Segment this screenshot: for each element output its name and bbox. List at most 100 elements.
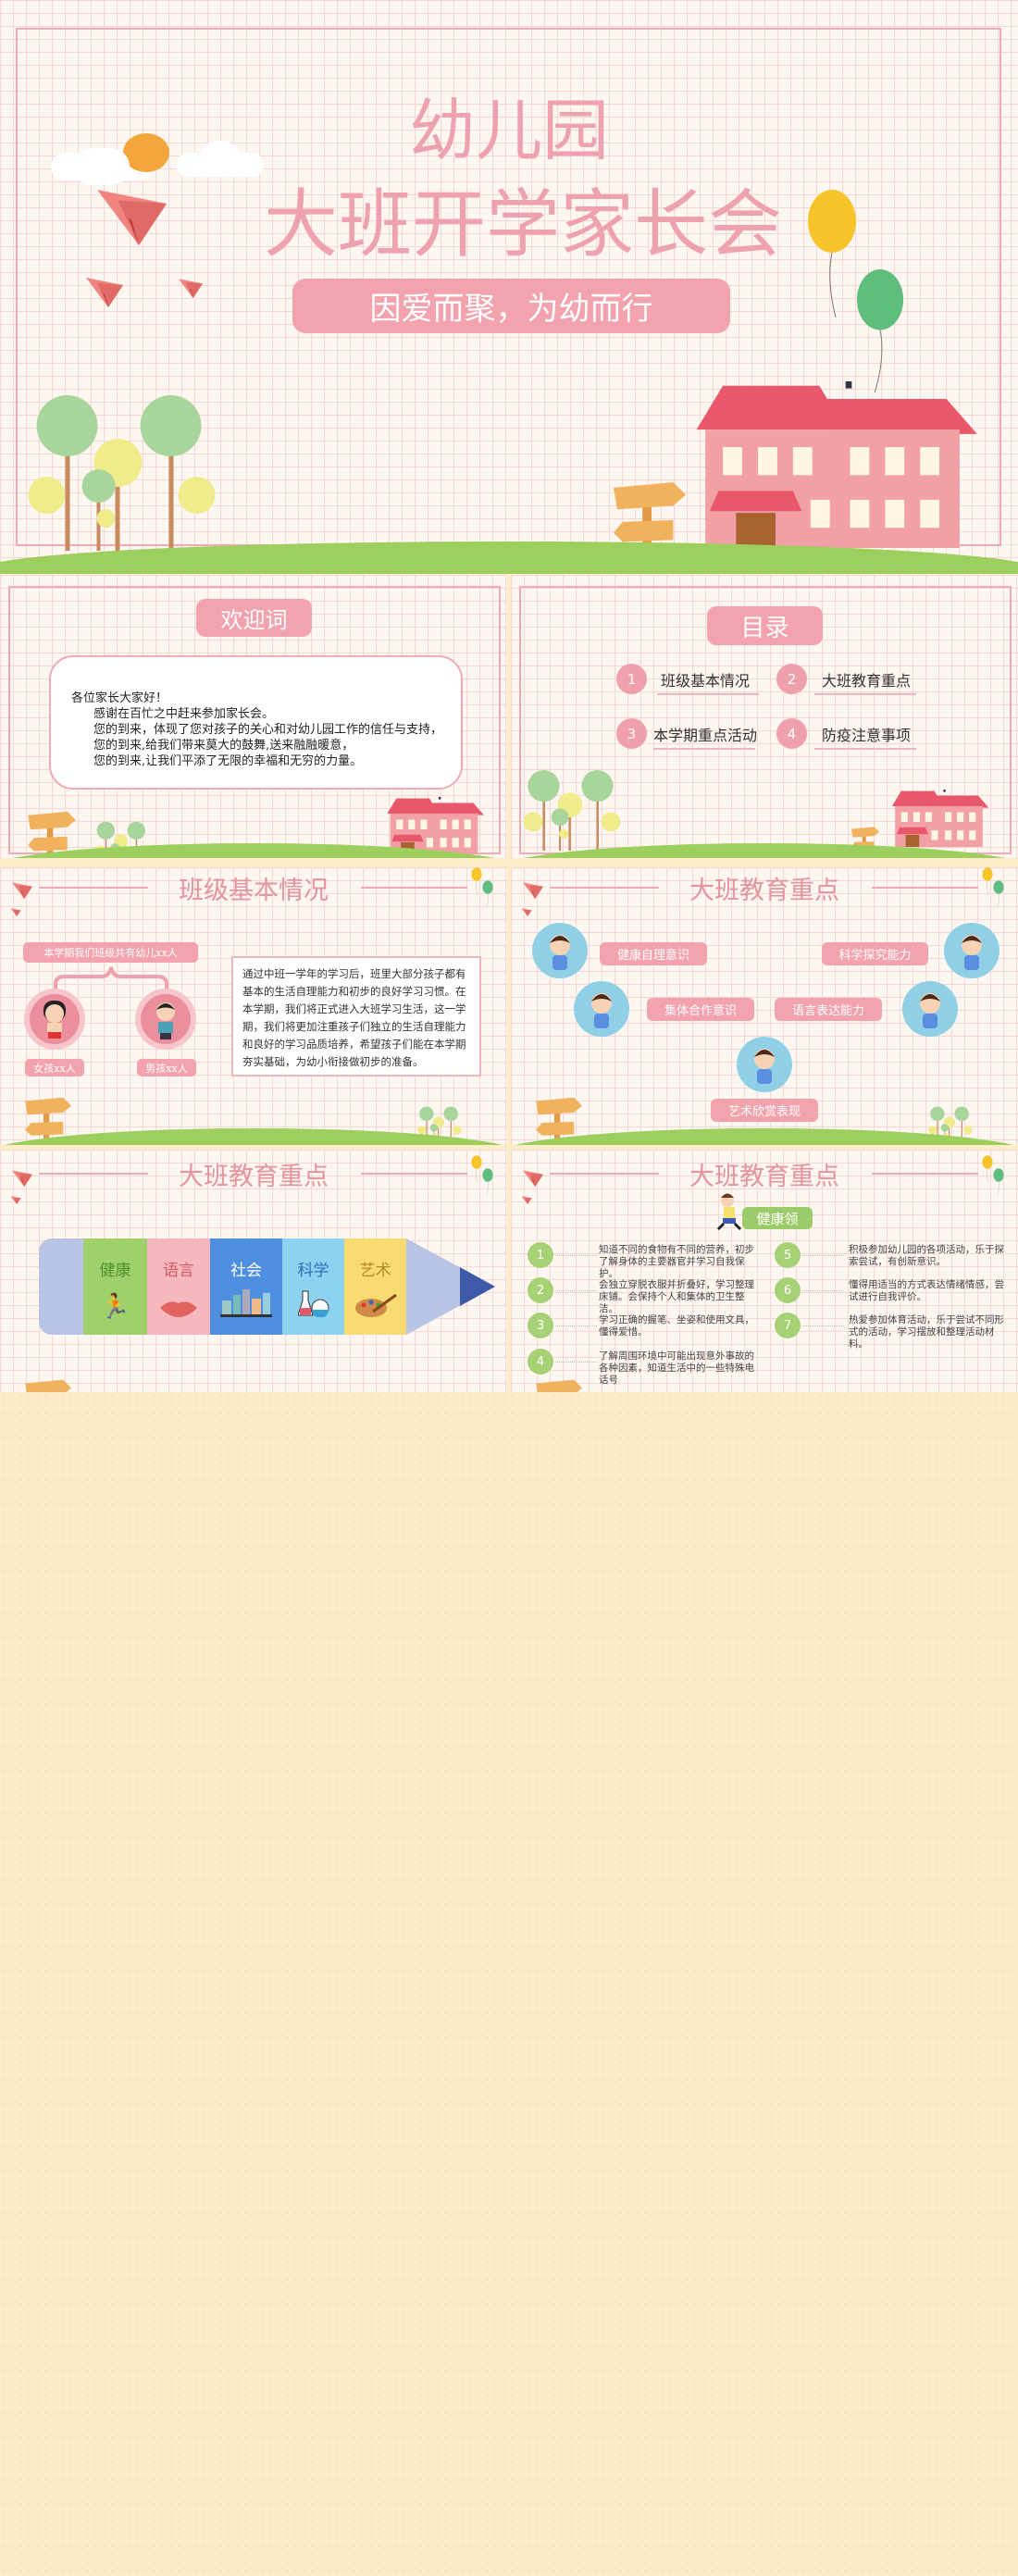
class-description: 通过中班一学年的学习后，班里大部分孩子都有基本的生活自理能力和初步的良好学习习惯… xyxy=(231,956,481,1076)
cloud xyxy=(74,148,130,185)
slide-welcome: 欢迎词 各位家长大家好！ 感谢在百忙之中赶来参加家长会。 您的到来，体现了您对孩… xyxy=(0,575,507,858)
signpost xyxy=(24,1376,72,1392)
ground xyxy=(511,1128,1018,1145)
paper-plane-icon xyxy=(81,270,128,307)
item-text: 会独立穿脱衣服并折叠好，学习整理床铺。会保持个人和集体的卫生整洁。 xyxy=(599,1279,754,1314)
pencil-body: 健康 🏃 语言 社会 科学 艺术 xyxy=(83,1238,406,1335)
item-number: 1 xyxy=(528,1242,553,1268)
item-text: 学习正确的握笔、坐姿和使用文具，懂得爱惜。 xyxy=(599,1314,754,1338)
trees xyxy=(28,393,217,551)
title-divider xyxy=(550,1173,659,1175)
toc-label: 防疫注意事项 xyxy=(814,723,916,750)
kindergarten-house xyxy=(881,790,997,847)
welcome-heading: 欢迎词 xyxy=(196,599,312,637)
item-text: 知道不同的食物有不同的营养，初步了解身体的主要器官并学习自我保护。 xyxy=(599,1244,754,1279)
section-title: 大班教育重点 xyxy=(179,1163,329,1191)
item-text: 积极参加幼儿园的各项活动，乐于探索尝试，有创新意识。 xyxy=(849,1244,1004,1267)
segment-label: 艺术 xyxy=(359,1262,391,1280)
connector-line xyxy=(555,1325,597,1326)
title-divider xyxy=(872,1173,978,1175)
toc-number: 3 xyxy=(616,718,647,749)
segment-label: 健康 xyxy=(99,1262,131,1280)
child-illustration xyxy=(902,981,958,1037)
slide-pencil: 大班教育重点 健康 🏃 语言 社会 科学 艺术 xyxy=(0,1150,507,1392)
item-number: 5 xyxy=(775,1242,801,1268)
welcome-line: 您的到来,给我们带来莫大的鼓舞,送来融融暖意， xyxy=(93,739,354,753)
cloud xyxy=(199,141,241,174)
health-tag: 健康领 xyxy=(742,1207,813,1229)
trees xyxy=(524,769,621,851)
green-balloon xyxy=(481,880,494,908)
paper-plane-icon xyxy=(9,906,22,916)
pencil-segment-language: 语言 xyxy=(147,1238,210,1335)
toc-label: 班级基本情况 xyxy=(657,668,759,695)
boy-icon xyxy=(156,1002,175,1039)
city-icon xyxy=(220,1289,272,1317)
welcome-greeting: 各位家长大家好！ xyxy=(71,691,168,705)
welcome-line: 您的到来,让我们平添了无限的幸福和无穷的力量。 xyxy=(93,754,363,768)
focus-item: 健康自理意识 xyxy=(600,942,707,965)
connector-line xyxy=(802,1325,844,1326)
toc-heading: 目录 xyxy=(707,606,823,645)
focus-item: 集体合作意识 xyxy=(647,998,754,1021)
toc-number: 2 xyxy=(776,664,807,694)
ground xyxy=(511,843,1018,858)
paper-plane-icon xyxy=(176,274,205,298)
title-divider xyxy=(361,1173,467,1175)
item-number: 2 xyxy=(528,1277,553,1303)
title-divider xyxy=(872,887,978,889)
section-title: 大班教育重点 xyxy=(689,877,839,905)
slide-cover: 幼儿园 大班开学家长会 因爱而聚，为幼而行 xyxy=(0,0,1018,574)
running-boy-icon xyxy=(716,1193,742,1231)
cover-subtitle: 因爱而聚，为幼而行 xyxy=(292,279,730,333)
connector-line xyxy=(802,1290,844,1291)
child-illustration xyxy=(944,923,999,978)
section-title: 大班教育重点 xyxy=(689,1163,839,1191)
title-divider xyxy=(361,887,467,889)
running-boy-icon: 🏃 xyxy=(100,1293,130,1321)
kindergarten-house xyxy=(673,381,992,548)
child-illustration xyxy=(574,981,629,1037)
pencil-eraser xyxy=(39,1238,87,1335)
title-divider xyxy=(39,1173,148,1175)
cover-title-line1: 幼儿园 xyxy=(408,92,609,169)
pencil-segment-health: 健康 🏃 xyxy=(83,1238,147,1335)
sun xyxy=(123,133,169,172)
green-balloon xyxy=(481,1168,494,1196)
segment-label: 社会 xyxy=(230,1262,262,1280)
toc-label: 大班教育重点 xyxy=(814,668,916,695)
welcome-card: 各位家长大家好！ 感谢在百忙之中赶来参加家长会。 您的到来，体现了您对孩子的关心… xyxy=(49,655,463,790)
kindergarten-house xyxy=(379,797,489,854)
connector-line xyxy=(555,1290,597,1291)
pencil-segment-art: 艺术 xyxy=(344,1238,406,1335)
slide-health: 大班教育重点 健康领 1 知道不同的食物有不同的营养，初步了解身体的主要器官并学习… xyxy=(511,1150,1018,1392)
pencil-segment-science: 科学 xyxy=(282,1238,344,1335)
brace xyxy=(54,966,168,991)
girl-icon xyxy=(43,1001,66,1039)
section-title: 班级基本情况 xyxy=(179,877,329,905)
paper-plane-icon xyxy=(9,1194,22,1204)
item-number: 6 xyxy=(775,1277,801,1303)
child-illustration xyxy=(532,923,588,978)
focus-item: 语言表达能力 xyxy=(775,998,882,1021)
title-divider xyxy=(550,887,659,889)
green-balloon xyxy=(852,268,908,393)
cover-title-line2: 大班开学家长会 xyxy=(264,181,782,268)
focus-item: 艺术欣赏表现 xyxy=(711,1099,818,1122)
segment-label: 语言 xyxy=(163,1262,194,1280)
flask-icon xyxy=(296,1290,329,1318)
paper-plane-icon xyxy=(520,1194,533,1204)
connector-line xyxy=(802,1255,844,1256)
paper-plane-icon xyxy=(520,906,533,916)
green-balloon xyxy=(992,1168,1005,1196)
boys-count: 男孩xx人 xyxy=(137,1059,196,1076)
welcome-line: 您的到来，体现了您对孩子的关心和对幼儿园工作的信任与支持， xyxy=(93,723,443,737)
ground xyxy=(0,1128,507,1145)
pencil-segment-society: 社会 xyxy=(210,1238,282,1335)
toc-number: 4 xyxy=(776,718,807,749)
welcome-line: 感谢在百忙之中赶来参加家长会。 xyxy=(93,707,275,721)
connector-line xyxy=(555,1255,597,1256)
pencil-tip xyxy=(406,1238,495,1335)
toc-label: 本学期重点活动 xyxy=(653,723,757,750)
title-divider xyxy=(39,887,148,889)
